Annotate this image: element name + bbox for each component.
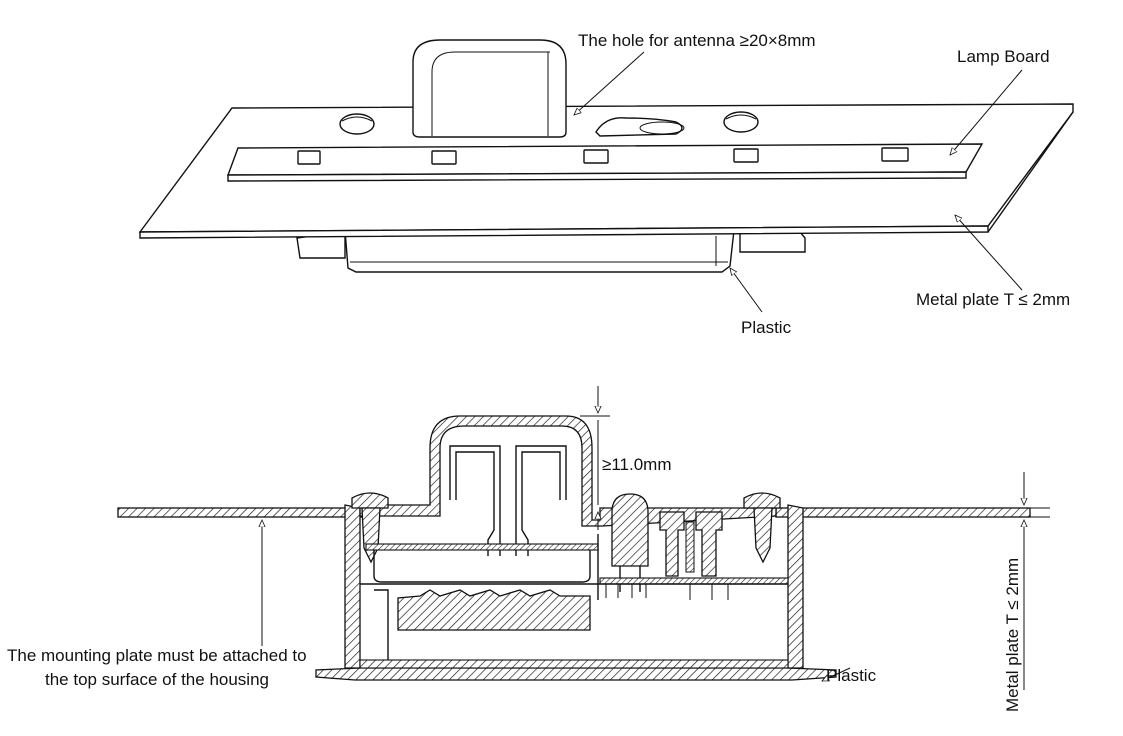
main-board <box>599 577 789 585</box>
metal-plate-leader <box>955 215 1023 291</box>
lamp-board-leader <box>950 69 1023 155</box>
mounting-note-line1: The mounting plate must be attached to <box>7 646 307 665</box>
lamp-led <box>297 147 909 165</box>
height-dimension <box>580 386 610 530</box>
height-dimension-label: ≥11.0mm <box>602 455 671 474</box>
section-view-drawing <box>117 386 1050 690</box>
pcb-board <box>365 543 599 551</box>
mounting-plate-right <box>775 507 1031 518</box>
top-view-drawing <box>138 39 1074 313</box>
thickness-dimension <box>1024 472 1050 690</box>
inner-tray <box>373 550 591 583</box>
antenna-hole-label: The hole for antenna ≥20×8mm <box>578 31 816 50</box>
antenna-hole-leader <box>574 51 645 115</box>
lamp-board-label: Lamp Board <box>957 47 1050 66</box>
metal-plate-label: Metal plate T ≤ 2mm <box>916 290 1070 309</box>
lamp-board <box>226 143 984 182</box>
housing-shell <box>315 415 837 681</box>
plastic-leader <box>730 268 763 313</box>
led-section <box>611 493 649 592</box>
bottom-module <box>397 589 591 631</box>
pin-row <box>605 584 729 600</box>
section-plastic-label: Plastic <box>826 666 877 685</box>
antenna-hole <box>595 117 685 137</box>
antenna-inner <box>449 445 567 556</box>
antenna-cover <box>412 39 567 138</box>
section-metal-plate-label: Metal plate T ≤ 2mm <box>1003 558 1022 712</box>
screw-head <box>339 111 759 135</box>
housing-underside <box>296 229 806 273</box>
mounting-note-line2: the top surface of the housing <box>45 670 269 689</box>
plastic-label: Plastic <box>741 318 792 337</box>
mounting-plate-left <box>117 507 371 518</box>
section-plastic-leader <box>822 667 851 682</box>
components-right <box>659 511 723 577</box>
